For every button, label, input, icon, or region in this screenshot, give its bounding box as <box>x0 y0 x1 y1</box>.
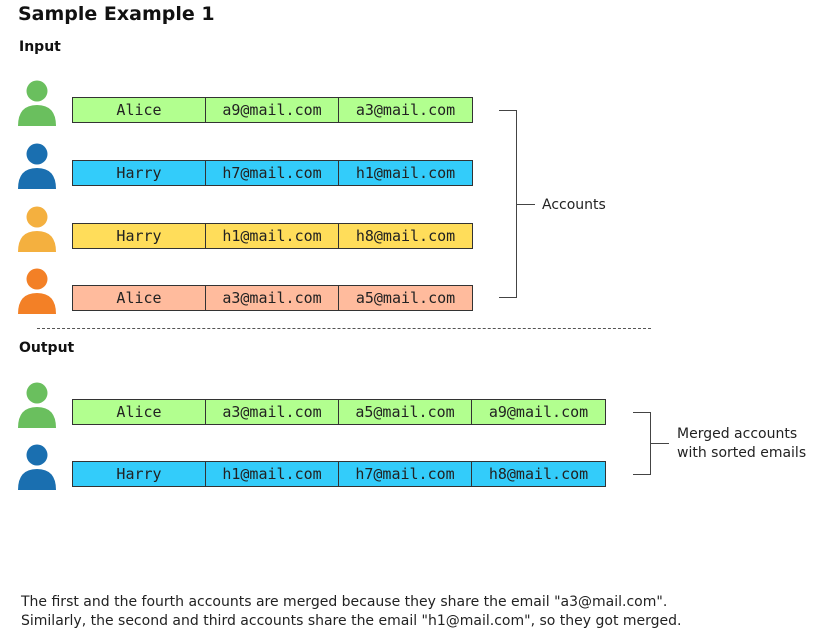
page-title: Sample Example 1 <box>18 3 215 25</box>
section-divider <box>37 328 651 329</box>
account-email: h1@mail.com <box>206 462 339 486</box>
accounts-bracket-tick <box>517 204 535 205</box>
account-email: h7@mail.com <box>206 161 339 185</box>
input-section-label: Input <box>19 39 61 55</box>
caption-line2: Similarly, the second and third accounts… <box>21 613 682 629</box>
account-email: a5@mail.com <box>339 286 472 310</box>
input-avatar-4 <box>18 268 56 314</box>
account-email: h1@mail.com <box>339 161 472 185</box>
input-avatar-1 <box>18 80 56 126</box>
account-email: h8@mail.com <box>339 224 472 248</box>
account-email: a9@mail.com <box>472 400 605 424</box>
account-name: Alice <box>73 286 206 310</box>
account-email: a3@mail.com <box>339 98 472 122</box>
output-avatar-1 <box>18 382 56 428</box>
merged-accounts-label: Merged accounts with sorted emails <box>677 425 806 463</box>
account-name: Alice <box>73 98 206 122</box>
account-name: Harry <box>73 161 206 185</box>
account-name: Harry <box>73 224 206 248</box>
account-email: a3@mail.com <box>206 400 339 424</box>
account-email: h7@mail.com <box>339 462 472 486</box>
merged-bracket-tick <box>651 443 669 444</box>
output-section-label: Output <box>19 340 75 356</box>
input-avatar-3 <box>18 206 56 252</box>
caption-line1: The first and the fourth accounts are me… <box>21 594 668 610</box>
output-avatar-2 <box>18 444 56 490</box>
merged-bracket <box>633 412 651 475</box>
accounts-bracket <box>499 110 517 298</box>
account-email: a5@mail.com <box>339 400 472 424</box>
explanation-caption: The first and the fourth accounts are me… <box>21 593 681 631</box>
account-email: a3@mail.com <box>206 286 339 310</box>
accounts-label: Accounts <box>542 197 606 213</box>
account-email: a9@mail.com <box>206 98 339 122</box>
account-email: h1@mail.com <box>206 224 339 248</box>
account-email: h8@mail.com <box>472 462 605 486</box>
account-name: Harry <box>73 462 206 486</box>
merged-label-line2: with sorted emails <box>677 445 807 461</box>
merged-label-line1: Merged accounts <box>677 426 798 442</box>
input-avatar-2 <box>18 143 56 189</box>
account-name: Alice <box>73 400 206 424</box>
